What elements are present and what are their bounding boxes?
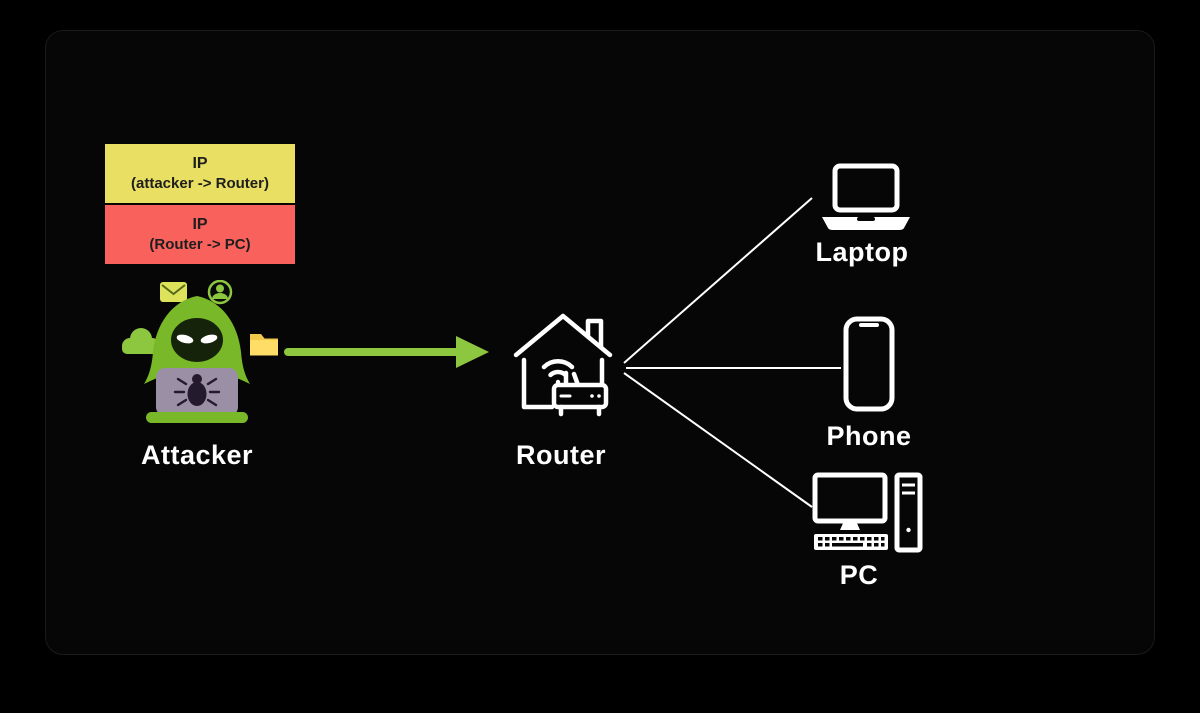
laptop-icon [818, 162, 914, 234]
hacker-face [171, 318, 223, 362]
legend-router-to-pc: IP (Router -> PC) [105, 205, 295, 264]
legend-subtitle: (Router -> PC) [149, 235, 251, 253]
bug-laptop-icon [146, 368, 248, 423]
folder-icon [250, 334, 278, 356]
attacker-icon [112, 279, 282, 430]
phone-icon [842, 316, 896, 412]
person-icon [207, 279, 233, 305]
legend-title: IP [192, 215, 208, 233]
email-icon [160, 282, 187, 302]
router-icon [508, 303, 618, 425]
legend-subtitle: (attacker -> Router) [131, 174, 269, 192]
pc-label: PC [839, 560, 879, 590]
hacker-eye-left [176, 334, 194, 344]
legend-title: IP [192, 154, 208, 172]
laptop-label: Laptop [815, 237, 909, 267]
phone-label: Phone [826, 421, 912, 451]
pc-icon [812, 472, 924, 556]
router-label: Router [516, 440, 606, 470]
hacker-eye-right [200, 334, 218, 344]
attacker-label: Attacker [140, 440, 254, 470]
legend-attacker-to-router: IP (attacker -> Router) [105, 144, 295, 203]
